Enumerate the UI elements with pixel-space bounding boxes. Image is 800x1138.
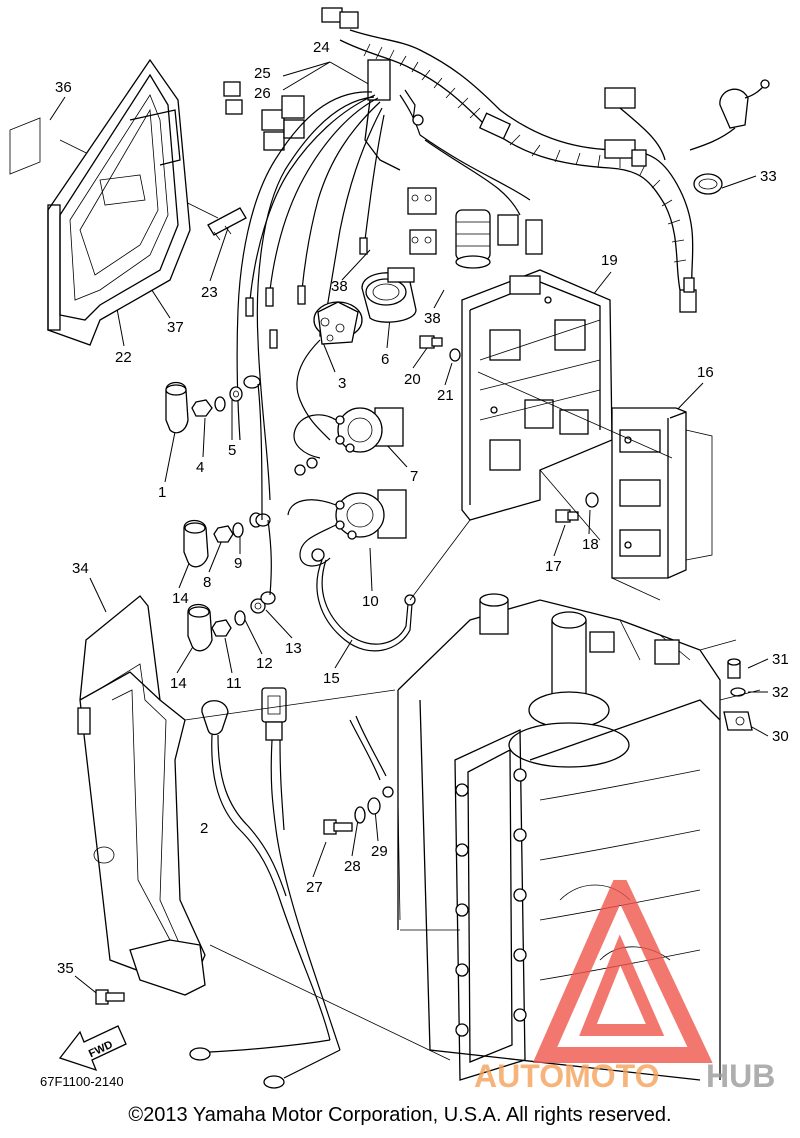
callout-12[interactable]: 12 (256, 655, 273, 672)
watermark-triangle-icon (532, 880, 713, 1063)
callout-8[interactable]: 8 (203, 574, 211, 591)
callout-38-b[interactable]: 38 (424, 310, 441, 327)
callout-25[interactable]: 25 (254, 65, 271, 82)
drawing-number: 67F1100-2140 (40, 1074, 124, 1089)
callout-23[interactable]: 23 (201, 284, 218, 301)
callout-34[interactable]: 34 (72, 560, 89, 577)
callout-31[interactable]: 31 (772, 651, 789, 668)
callout-4[interactable]: 4 (196, 459, 204, 476)
plate-16[interactable] (477, 371, 713, 579)
callout-33[interactable]: 33 (760, 168, 777, 185)
automotohub-watermark: AUTOMOTO HUB (474, 880, 775, 1094)
callout-27[interactable]: 27 (306, 879, 323, 896)
callout-28[interactable]: 28 (344, 858, 361, 875)
callout-35[interactable]: 35 (57, 960, 74, 977)
callout-21[interactable]: 21 (437, 387, 454, 404)
callout-18[interactable]: 18 (582, 536, 599, 553)
small-hardware[interactable] (165, 375, 276, 652)
callout-labels: 1 2 3 4 5 6 7 8 9 10 11 12 13 14 14 15 1… (55, 39, 789, 977)
callout-1[interactable]: 1 (158, 484, 166, 501)
engine-block (397, 593, 761, 1081)
callout-7[interactable]: 7 (410, 468, 418, 485)
callout-38-a[interactable]: 38 (331, 278, 348, 295)
callout-17[interactable]: 17 (545, 558, 562, 575)
watermark-brand-left: AUTOMOTO (474, 1058, 659, 1094)
relay-7[interactable] (293, 407, 404, 476)
cover-plate-assembly[interactable] (9, 58, 191, 346)
callout-32[interactable]: 32 (772, 684, 789, 701)
callout-29[interactable]: 29 (371, 843, 388, 860)
callout-15[interactable]: 15 (323, 670, 340, 687)
side-cover-34[interactable] (77, 595, 451, 1061)
callout-9[interactable]: 9 (234, 555, 242, 572)
callout-14-a[interactable]: 14 (172, 590, 189, 607)
reference-lines (397, 469, 661, 931)
watermark-brand-right: HUB (706, 1058, 775, 1094)
copyright-notice: ©2013 Yamaha Motor Corporation, U.S.A. A… (128, 1104, 672, 1126)
callout-2[interactable]: 2 (200, 820, 208, 837)
callout-5[interactable]: 5 (228, 442, 236, 459)
callout-24[interactable]: 24 (313, 39, 330, 56)
callout-22[interactable]: 22 (115, 349, 132, 366)
callout-3[interactable]: 3 (338, 375, 346, 392)
relay-10[interactable] (287, 489, 407, 567)
leader-lines (49, 61, 769, 997)
callout-16[interactable]: 16 (697, 364, 714, 381)
label-sticker-36 (9, 117, 41, 175)
fwd-arrow: FWD (58, 1025, 127, 1072)
callout-20[interactable]: 20 (404, 371, 421, 388)
callout-30[interactable]: 30 (772, 728, 789, 745)
callout-37[interactable]: 37 (167, 319, 184, 336)
ground-lead-2[interactable] (189, 687, 341, 1089)
starter-relay-3[interactable] (296, 301, 363, 441)
callout-36[interactable]: 36 (55, 79, 72, 96)
callout-19[interactable]: 19 (601, 252, 618, 269)
callout-11[interactable]: 11 (226, 675, 242, 692)
callout-13[interactable]: 13 (285, 640, 302, 657)
callout-26[interactable]: 26 (254, 85, 271, 102)
bolt-27-set[interactable] (323, 715, 394, 835)
callout-6[interactable]: 6 (381, 351, 389, 368)
lead-wire-15[interactable] (316, 559, 416, 652)
holder-6[interactable] (361, 267, 417, 323)
clip-23[interactable] (207, 207, 247, 241)
wire-harness[interactable] (223, 7, 770, 501)
callout-10[interactable]: 10 (362, 593, 379, 610)
callout-14-b[interactable]: 14 (170, 675, 187, 692)
